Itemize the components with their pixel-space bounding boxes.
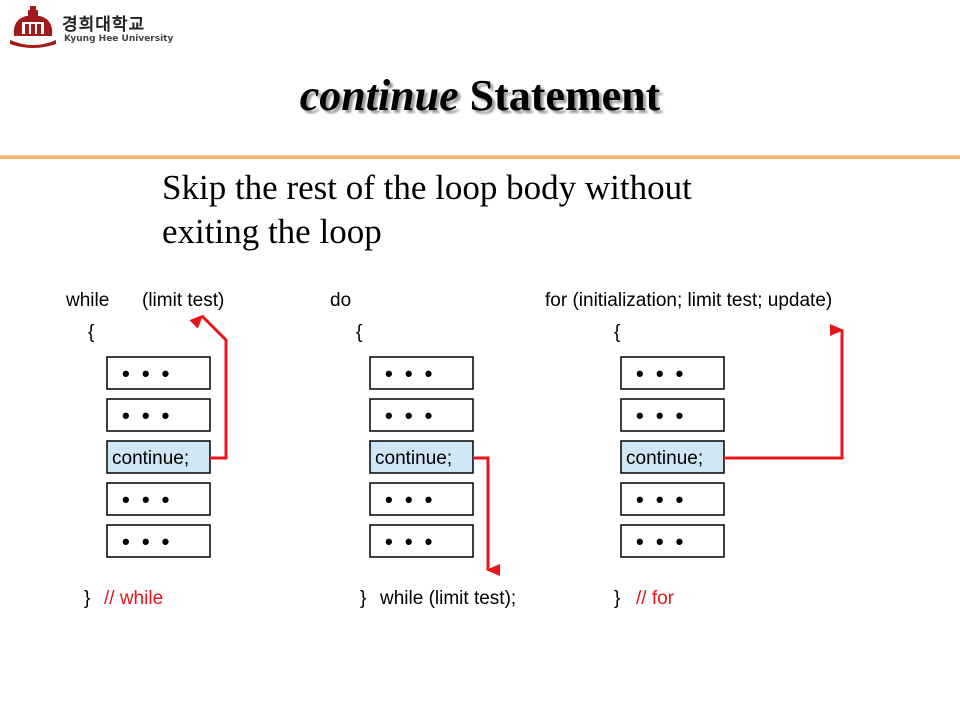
do-continue-arrow xyxy=(473,456,500,576)
for-statement-box: • • • xyxy=(620,398,725,432)
for-statement-box: • • • xyxy=(620,356,725,390)
for-open-brace: { xyxy=(614,322,621,343)
slide-title: continue Statement xyxy=(0,70,960,121)
statement-dots: • • • xyxy=(385,403,435,428)
statement-dots: • • • xyxy=(122,529,172,554)
title-divider xyxy=(0,155,960,159)
do-statement-box: • • • xyxy=(369,482,474,516)
description-line-2: exiting the loop xyxy=(162,212,382,251)
while-statement-box: • • • xyxy=(106,482,211,516)
do-statement-box: • • • xyxy=(369,356,474,390)
while-open-brace: { xyxy=(88,322,95,343)
statement-dots: • • • xyxy=(636,529,686,554)
description: Skip the rest of the loop body without e… xyxy=(162,166,882,254)
do-close-brace: } xyxy=(360,588,366,609)
university-logo: 경희대학교 Kyung Hee University xyxy=(8,6,178,48)
while-statement-box: • • • xyxy=(106,398,211,432)
do-continue-box: continue; xyxy=(369,440,474,474)
do-end-condition: while (limit test); xyxy=(379,588,516,609)
while-keyword: while xyxy=(65,290,109,311)
statement-dots: • • • xyxy=(385,361,435,386)
statement-dots: • • • xyxy=(385,487,435,512)
continue-flow-diagram: while (limit test) { • • • • • • continu… xyxy=(65,290,844,609)
do-keyword: do xyxy=(330,290,351,311)
for-continue-box: continue; xyxy=(620,440,725,474)
continue-label: continue; xyxy=(626,448,703,469)
while-loop-diagram: while (limit test) { • • • • • • continu… xyxy=(65,290,228,609)
for-end-comment: // for xyxy=(636,588,675,609)
logo-korean-text: 경희대학교 xyxy=(62,15,146,35)
statement-dots: • • • xyxy=(122,487,172,512)
statement-dots: • • • xyxy=(122,403,172,428)
title-rest: Statement xyxy=(469,71,661,120)
statement-dots: • • • xyxy=(636,361,686,386)
while-condition: (limit test) xyxy=(142,290,224,311)
while-statement-box: • • • xyxy=(106,356,211,390)
do-open-brace: { xyxy=(356,322,363,343)
while-end-comment: // while xyxy=(104,588,163,609)
for-loop-diagram: for (initialization; limit test; update)… xyxy=(545,290,844,609)
continue-label: continue; xyxy=(375,448,452,469)
for-statement-box: • • • xyxy=(620,524,725,558)
while-continue-box: continue; xyxy=(106,440,211,474)
while-close-brace: } xyxy=(84,588,90,609)
do-statement-box: • • • xyxy=(369,524,474,558)
for-close-brace: } xyxy=(614,588,620,609)
statement-dots: • • • xyxy=(636,403,686,428)
continue-label: continue; xyxy=(112,448,189,469)
while-continue-arrow xyxy=(189,314,228,460)
title-keyword: continue xyxy=(299,71,459,120)
for-statement-box: • • • xyxy=(620,482,725,516)
do-statement-box: • • • xyxy=(369,398,474,432)
statement-dots: • • • xyxy=(636,487,686,512)
university-seal-icon xyxy=(10,6,56,48)
statement-dots: • • • xyxy=(122,361,172,386)
for-header: for (initialization; limit test; update) xyxy=(545,290,832,311)
logo-english-text: Kyung Hee University xyxy=(64,34,174,44)
for-continue-arrow xyxy=(724,324,844,460)
while-statement-box: • • • xyxy=(106,524,211,558)
description-line-1: Skip the rest of the loop body without xyxy=(162,168,692,207)
do-loop-diagram: do { • • • • • • continue; • • • • • • }… xyxy=(330,290,516,609)
statement-dots: • • • xyxy=(385,529,435,554)
